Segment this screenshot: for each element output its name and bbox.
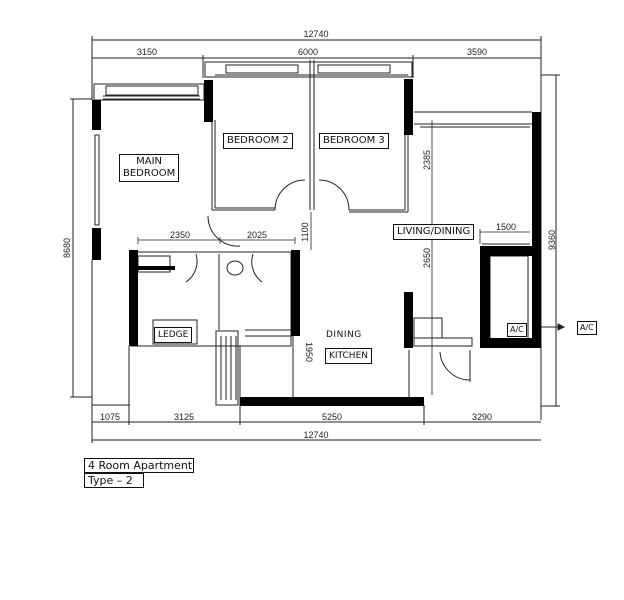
svg-text:3125: 3125: [174, 412, 194, 422]
svg-text:2385: 2385: [422, 150, 432, 170]
svg-text:1950: 1950: [304, 342, 314, 362]
room-label-bedroom-2: BEDROOM 2: [223, 133, 293, 149]
room-label-ac-ledge: A/C: [507, 323, 527, 337]
svg-text:2025: 2025: [247, 230, 267, 240]
svg-text:6000: 6000: [298, 47, 318, 57]
svg-text:3150: 3150: [137, 47, 157, 57]
plan-type: Type – 2: [84, 473, 144, 488]
room-label-kitchen: KITCHEN: [325, 348, 372, 364]
svg-text:9360: 9360: [547, 230, 557, 250]
svg-text:2650: 2650: [422, 248, 432, 268]
walls: [92, 79, 541, 406]
svg-text:8680: 8680: [62, 238, 72, 258]
svg-text:12740: 12740: [303, 430, 328, 440]
room-label-main-bedroom: MAIN BEDROOM: [119, 154, 180, 182]
svg-text:1075: 1075: [100, 412, 120, 422]
svg-text:5250: 5250: [322, 412, 342, 422]
room-label-main-bedroom-line1: MAIN: [136, 156, 163, 167]
dim-top-total: 12740: [303, 29, 328, 39]
room-label-living-dining: LIVING/DINING: [393, 224, 475, 240]
room-label-ledge: LEDGE: [154, 327, 193, 343]
svg-text:2350: 2350: [170, 230, 190, 240]
room-label-dining: DINING: [326, 330, 362, 340]
room-label-bedroom-3: BEDROOM 3: [319, 133, 389, 149]
svg-text:1100: 1100: [300, 222, 310, 241]
svg-text:3590: 3590: [467, 47, 487, 57]
svg-text:1500: 1500: [496, 222, 516, 232]
room-label-main-bedroom-line2: BEDROOM: [123, 168, 176, 179]
svg-text:3290: 3290: [472, 412, 492, 422]
room-label-ac-outside: A/C: [577, 321, 597, 335]
plan-title: 4 Room Apartment: [84, 458, 194, 473]
